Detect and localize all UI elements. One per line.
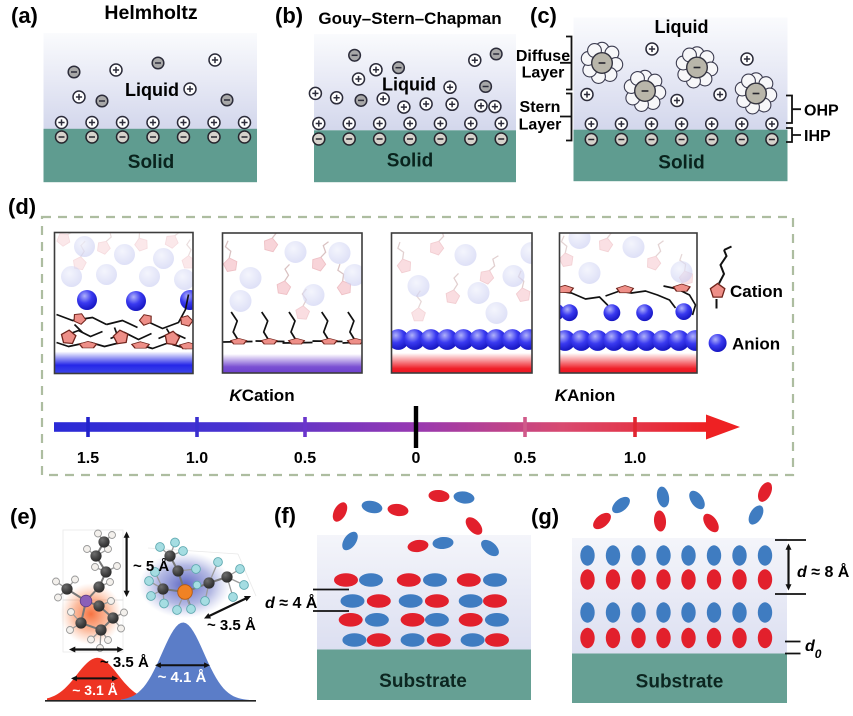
svg-text:Cation: Cation — [730, 282, 783, 301]
svg-text:Liquid: Liquid — [382, 75, 436, 95]
svg-text:0: 0 — [412, 450, 421, 467]
svg-text:(f): (f) — [274, 503, 296, 528]
svg-text:(d): (d) — [8, 194, 36, 219]
svg-text:Helmholtz: Helmholtz — [104, 2, 197, 24]
svg-text:(b): (b) — [275, 3, 303, 28]
svg-text:Diffuse: Diffuse — [516, 48, 570, 65]
svg-text:(g): (g) — [531, 504, 559, 529]
svg-text:~ 4.1 Å: ~ 4.1 Å — [158, 669, 207, 686]
svg-text:1.0: 1.0 — [624, 450, 646, 467]
svg-text:1.0: 1.0 — [186, 450, 208, 467]
svg-text:1.5: 1.5 — [77, 450, 99, 467]
svg-text:~ 3.5 Å: ~ 3.5 Å — [100, 654, 149, 671]
svg-text:Layer: Layer — [522, 65, 565, 82]
svg-text:(a): (a) — [11, 3, 38, 28]
svg-text:d ≈ 8 Å: d ≈ 8 Å — [797, 562, 850, 581]
svg-text:(c): (c) — [530, 3, 557, 28]
svg-text:KCation: KCation — [229, 386, 294, 405]
svg-text:Solid: Solid — [658, 153, 704, 174]
svg-text:Layer: Layer — [519, 117, 562, 134]
svg-text:Liquid: Liquid — [125, 80, 179, 100]
svg-text:Solid: Solid — [128, 152, 174, 173]
svg-text:Substrate: Substrate — [636, 672, 724, 693]
svg-text:~ 3.5 Å: ~ 3.5 Å — [207, 617, 256, 634]
svg-text:Gouy–Stern–Chapman: Gouy–Stern–Chapman — [318, 9, 501, 28]
svg-text:~ 5 Å: ~ 5 Å — [133, 558, 169, 575]
svg-text:0.5: 0.5 — [514, 450, 536, 467]
svg-text:Substrate: Substrate — [379, 671, 467, 692]
svg-text:KAnion: KAnion — [555, 386, 615, 405]
svg-text:Solid: Solid — [387, 151, 433, 172]
svg-text:OHP: OHP — [804, 103, 839, 120]
svg-text:d ≈ 4 Å: d ≈ 4 Å — [265, 593, 318, 612]
svg-text:(e): (e) — [10, 504, 37, 529]
svg-text:0.5: 0.5 — [294, 450, 316, 467]
svg-text:IHP: IHP — [804, 128, 831, 145]
svg-text:Stern: Stern — [520, 99, 561, 116]
svg-text:d0: d0 — [805, 638, 822, 661]
svg-text:Liquid: Liquid — [655, 17, 709, 37]
svg-text:Anion: Anion — [732, 335, 780, 354]
svg-text:~ 3.1 Å: ~ 3.1 Å — [72, 682, 118, 698]
